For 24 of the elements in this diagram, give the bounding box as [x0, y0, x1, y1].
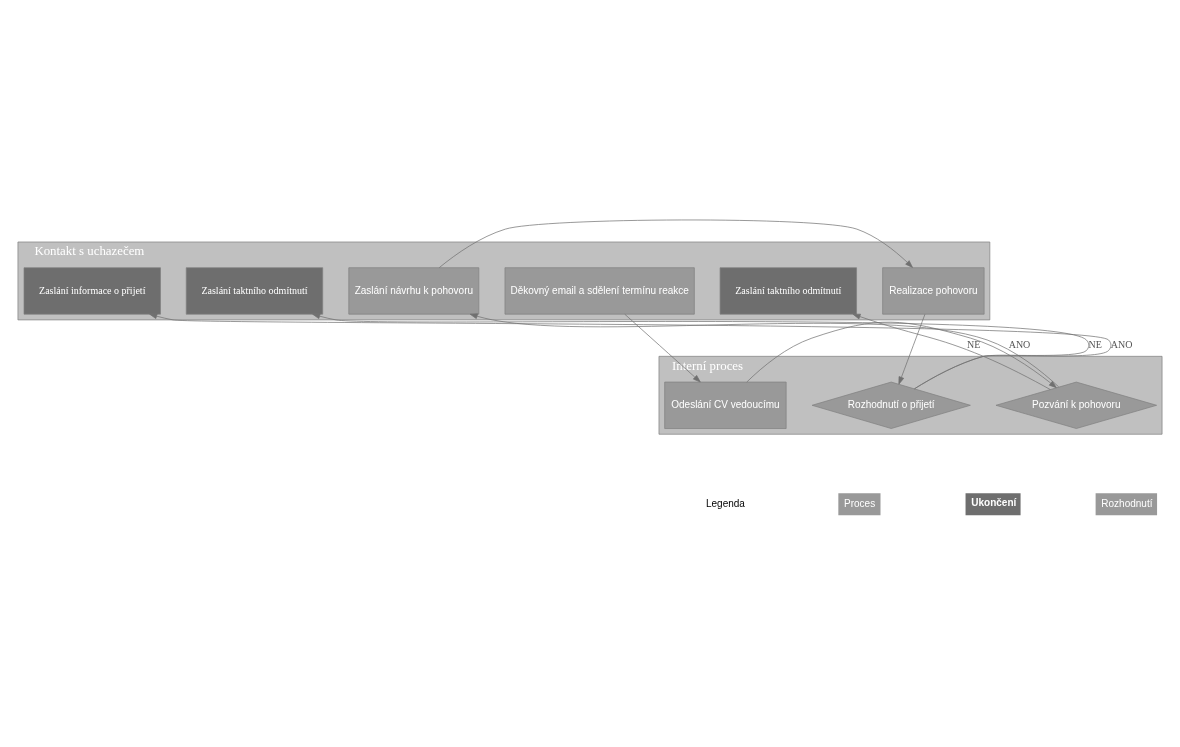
arrow	[852, 313, 1051, 390]
arrow	[438, 219, 913, 268]
node-box: Děkovný email a sdělení termínu reakce	[504, 267, 695, 315]
edge-label: ANO	[1110, 338, 1133, 350]
arrow	[312, 313, 1090, 390]
arrow	[746, 321, 1057, 389]
arrow	[624, 313, 701, 383]
node-box: Zaslání taktního odmítnutí	[719, 267, 857, 315]
label: Legenda	[705, 497, 745, 509]
edge-label: NE	[967, 338, 981, 350]
node-box: Zaslání taktního odmítnutí	[185, 267, 324, 315]
legend-label: Rozhodnutí	[1101, 497, 1153, 509]
edge-label: NE	[1088, 338, 1102, 350]
node-box: Zaslání informace o přijetí	[23, 267, 161, 315]
legend-label: Proces	[844, 497, 876, 509]
arrow	[469, 313, 1060, 388]
legend-label: Ukončení	[971, 497, 1017, 509]
node-box: Zaslání návrhu k pohovoru	[348, 267, 480, 315]
node-diamond: Rozhodnutí o přijetí	[811, 381, 971, 429]
arrow	[898, 313, 926, 385]
edge-label: ANO	[1008, 338, 1031, 350]
arrow	[149, 313, 1112, 390]
node-box: Odeslání CV vedoucímu	[664, 381, 787, 429]
node-box: Realizace pohovoru	[882, 267, 985, 315]
